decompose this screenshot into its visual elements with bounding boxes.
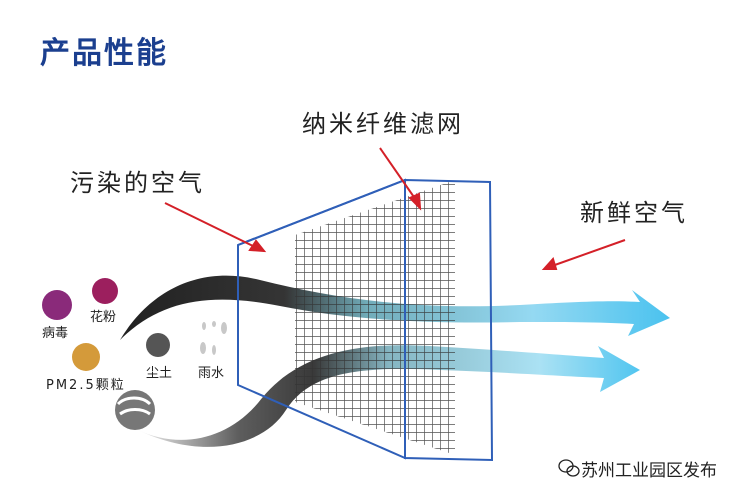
fresh-air-label: 新鲜空气 (580, 199, 688, 227)
lower-air-stream (138, 345, 640, 447)
rain-label: 雨水 (198, 366, 225, 381)
wechat-icon (558, 459, 580, 477)
pollen-label: 花粉 (90, 310, 117, 325)
pointer-arrows (164, 147, 626, 270)
dust-swirl-icon (115, 390, 155, 430)
dust-icon (146, 333, 170, 357)
nano-filter-label: 纳米纤维滤网 (302, 110, 464, 138)
polluted-air-label: 污染的空气 (70, 169, 205, 197)
watermark-icon (555, 459, 575, 479)
watermark: 苏州工业园区发布 (555, 456, 717, 481)
filter-frame (237, 178, 494, 462)
pollen-icon (92, 278, 118, 304)
pm25-icon (72, 343, 100, 371)
rain-drops (200, 321, 227, 355)
watermark-text: 苏州工业园区发布 (581, 461, 717, 481)
dust-label: 尘土 (146, 366, 173, 381)
virus-label: 病毒 (42, 326, 69, 341)
nano-fiber-mesh (295, 180, 455, 455)
pm25-label: PM2.5颗粒 (46, 378, 126, 393)
virus-icon (42, 290, 72, 320)
page-title: 产品性能 (40, 36, 168, 71)
